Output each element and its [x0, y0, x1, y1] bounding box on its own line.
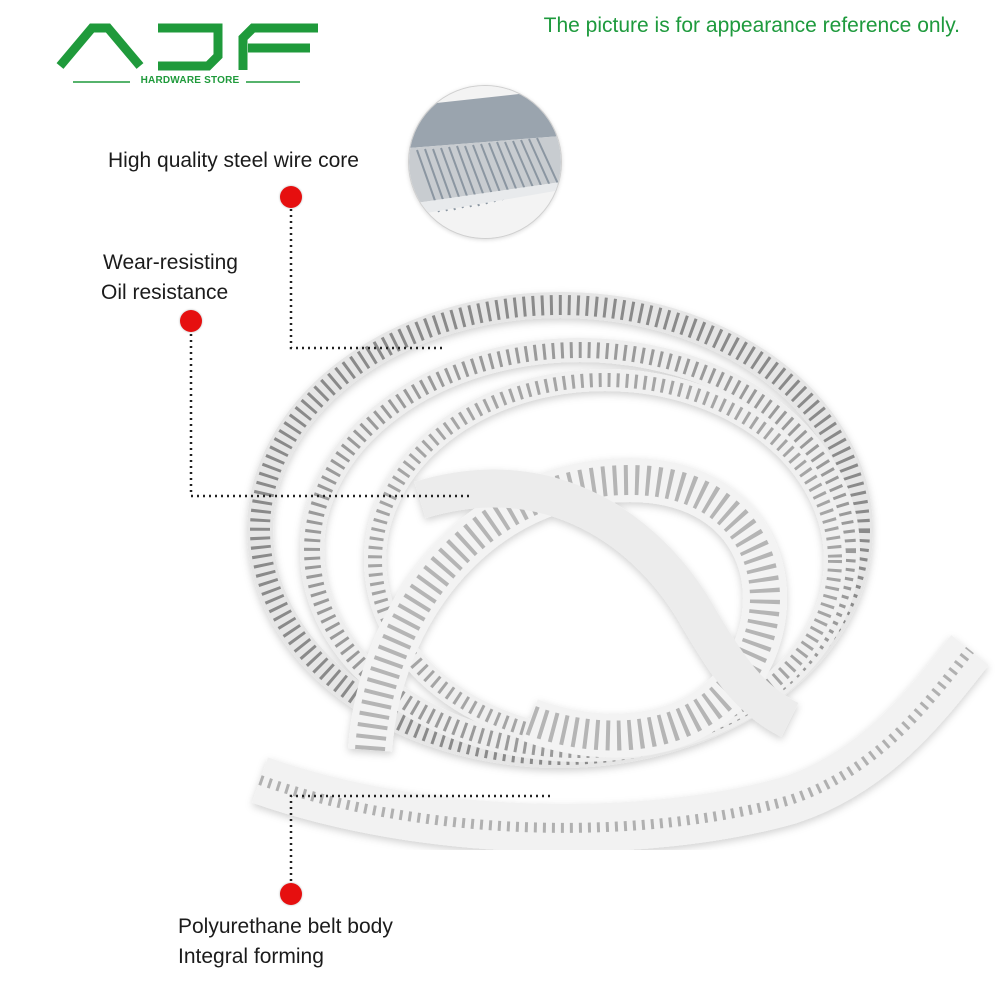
callout-marker-dot	[280, 186, 302, 208]
callout-line: Polyurethane belt body	[178, 915, 393, 938]
callout-wear-oil: Wear-resisting Oil resistance	[101, 248, 238, 308]
callout-marker-dot	[180, 310, 202, 332]
callout-line: Wear-resisting	[103, 251, 238, 274]
steel-wire-detail-icon	[408, 85, 562, 239]
callout-line: Integral forming	[178, 945, 324, 968]
brand-tagline: HARDWARE STORE	[140, 75, 240, 86]
disclaimer-text: The picture is for appearance reference …	[543, 14, 960, 37]
callout-line: High quality steel wire core	[108, 149, 359, 172]
brand-logo	[56, 23, 318, 83]
callout-steel-wire-core: High quality steel wire core	[108, 146, 359, 176]
callout-line: Oil resistance	[101, 281, 229, 304]
callout-polyurethane-body: Polyurethane belt body Integral forming	[178, 912, 393, 972]
timing-belt-icon	[247, 292, 989, 850]
callout-marker-dot	[280, 883, 302, 905]
